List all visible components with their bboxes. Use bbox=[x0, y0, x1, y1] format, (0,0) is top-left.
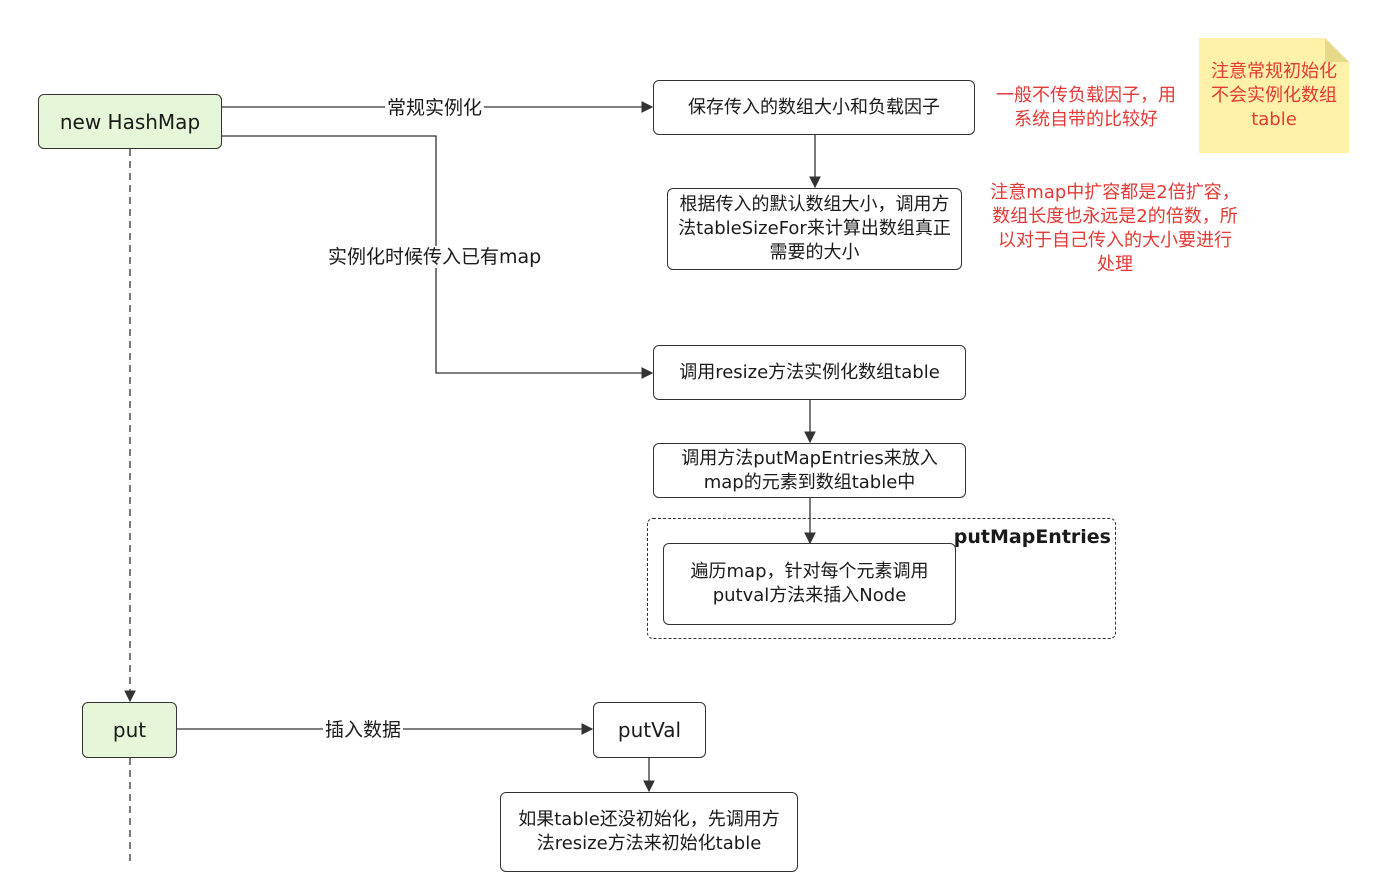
sticky-note-shape bbox=[1199, 38, 1349, 153]
putmapentries-group: putMapEntries bbox=[647, 518, 1116, 639]
group-title: putMapEntries bbox=[953, 526, 1111, 548]
edge-label-instantiation-with-map: 实例化时候传入已有map bbox=[326, 246, 544, 268]
note-load-factor: 一般不传负载因子，用系统自带的比较好 bbox=[996, 85, 1176, 130]
edge-label-insert-data: 插入数据 bbox=[323, 719, 404, 741]
node-putval[interactable]: putVal bbox=[593, 702, 706, 758]
node-iterate-map[interactable]: 遍历map，针对每个元素调用putval方法来插入Node bbox=[663, 543, 956, 625]
node-put-map-entries[interactable]: 调用方法putMapEntries来放入map的元素到数组table中 bbox=[653, 443, 966, 498]
sticky-note: 注意常规初始化不会实例化数组table bbox=[1199, 38, 1349, 153]
node-put[interactable]: put bbox=[82, 702, 177, 758]
note-double-expand: 注意map中扩容都是2倍扩容，数组长度也永远是2的倍数，所以对于自己传入的大小要… bbox=[990, 182, 1240, 275]
node-new-hashmap[interactable]: new HashMap bbox=[38, 94, 222, 149]
node-save-params[interactable]: 保存传入的数组大小和负载因子 bbox=[653, 80, 975, 135]
node-table-size-for[interactable]: 根据传入的默认数组大小，调用方法tableSizeFor来计算出数组真正需要的大… bbox=[667, 188, 962, 270]
edge-label-regular-instantiation: 常规实例化 bbox=[385, 97, 485, 119]
node-init-if-needed[interactable]: 如果table还没初始化，先调用方法resize方法来初始化table bbox=[500, 792, 798, 872]
sticky-note-text: 注意常规初始化不会实例化数组table bbox=[1211, 61, 1337, 130]
node-resize-init[interactable]: 调用resize方法实例化数组table bbox=[653, 345, 966, 400]
